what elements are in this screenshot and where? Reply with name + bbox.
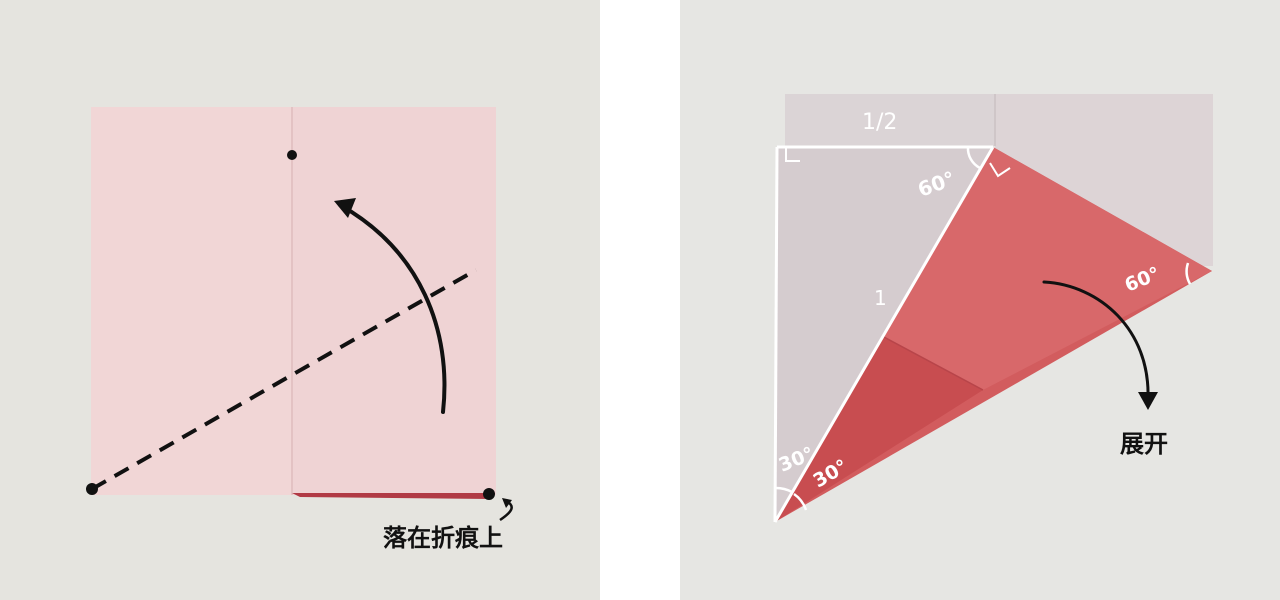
unfold-arrow-head — [1138, 392, 1158, 410]
paper-red-edge — [292, 493, 492, 499]
angle-arc-top — [966, 146, 981, 170]
angle-arc-bottom-outer — [793, 492, 808, 511]
right-angle-mark-flap — [989, 162, 1011, 178]
half-label: 1/2 — [862, 110, 897, 135]
flap-crease — [881, 335, 984, 391]
paper-right-half — [292, 107, 496, 495]
red-flap-upper — [882, 147, 1212, 390]
fold-arrow-head — [334, 198, 356, 218]
pivot-point — [86, 483, 98, 495]
right-panel: 1/2 1 60° 60° 30° 30° 展开 — [680, 0, 1280, 600]
length-one-label: 1 — [874, 286, 887, 310]
right-angle-mark-top-left — [785, 147, 800, 162]
red-flap-lower — [775, 336, 983, 522]
target-point — [287, 150, 297, 160]
curl-arrow-head — [502, 498, 512, 508]
dashed-fold-line — [91, 268, 477, 491]
angle-arc-right — [1185, 262, 1192, 285]
unfold-caption: 展开 — [1120, 430, 1168, 458]
corner-point — [483, 488, 495, 500]
left-panel: 落在折痕上 — [0, 0, 600, 600]
angle-arc-bottom-inner — [775, 486, 793, 494]
fold-annotation: 落在折痕上 — [383, 524, 503, 552]
hypotenuse-line — [773, 146, 995, 523]
fold-arrow — [338, 203, 447, 414]
left-edge-line — [773, 146, 779, 523]
unfold-arrow — [1042, 280, 1150, 400]
